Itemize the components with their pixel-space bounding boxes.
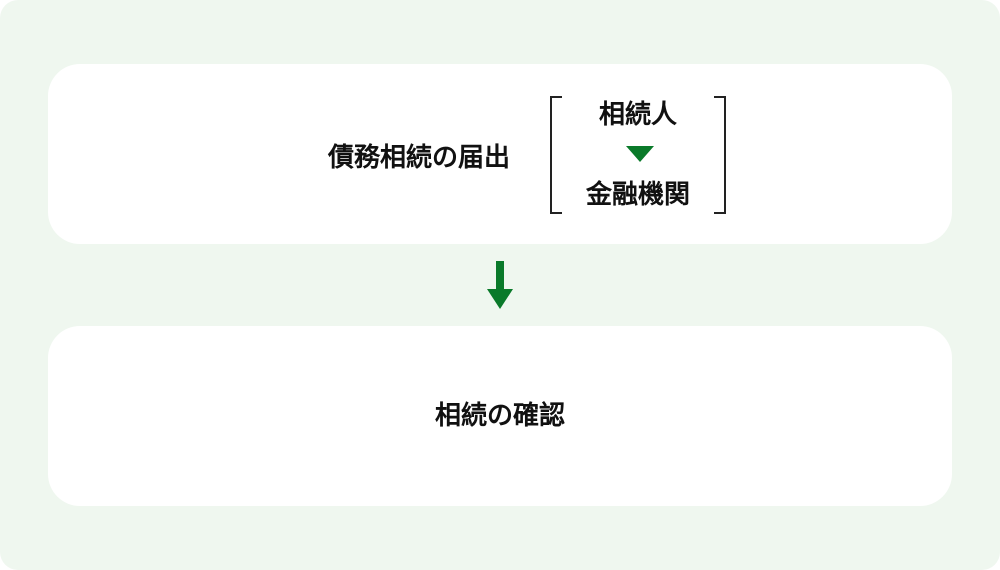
flow-to-party: 金融機関: [585, 180, 690, 210]
step-card-confirmation: 相続の確認: [48, 326, 952, 506]
triangle-down-icon: [626, 146, 654, 162]
arrow-head: [487, 289, 513, 309]
step-title: 債務相続の届出: [327, 143, 510, 173]
arrow-shaft: [496, 261, 504, 291]
step-card-notification: 債務相続の届出 相続人 金融機関: [48, 64, 952, 244]
arrow-down-icon: [487, 261, 513, 311]
step-title: 相続の確認: [434, 401, 565, 431]
bracket-left: [550, 96, 562, 214]
flow-bracket: 相続人 金融機関: [550, 96, 726, 214]
flow-from-party: 相続人: [598, 100, 677, 130]
bracket-right: [714, 96, 726, 214]
